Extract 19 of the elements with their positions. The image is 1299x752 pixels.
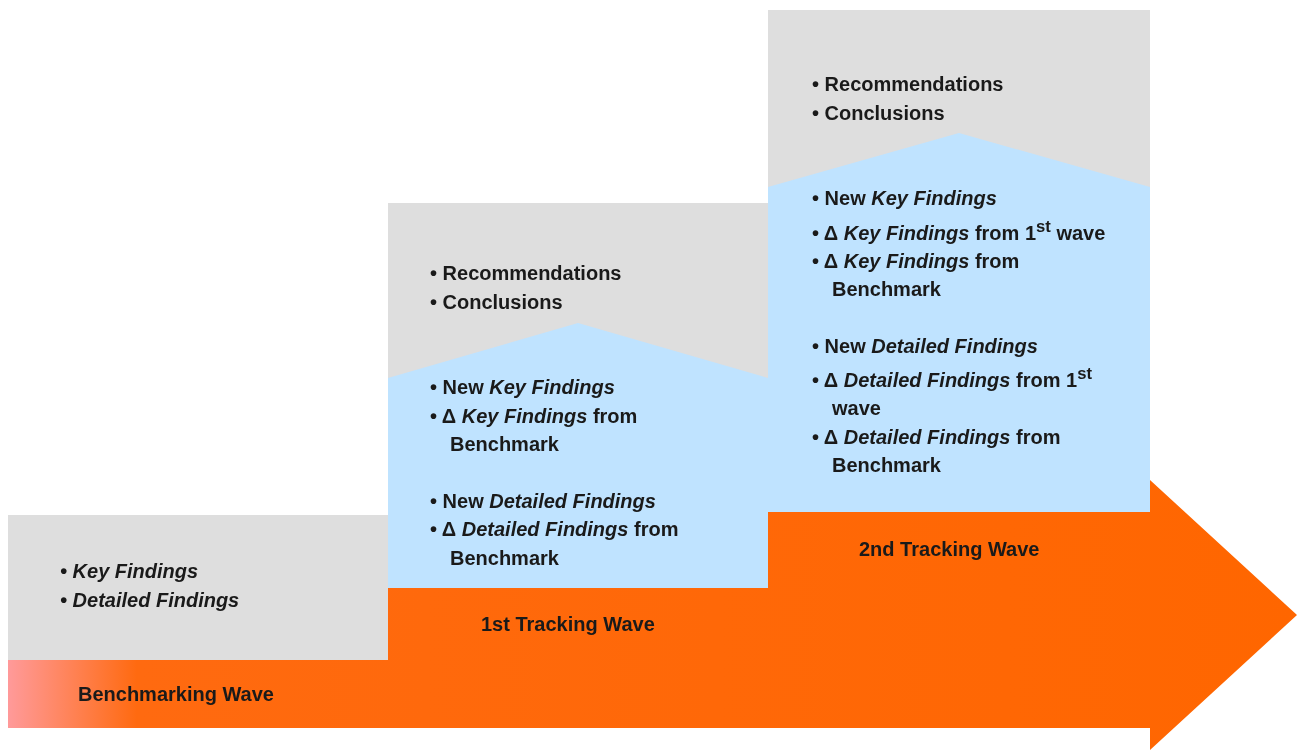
bullet-item: • New Detailed Findings bbox=[812, 333, 1038, 359]
bullet-item: • Conclusions bbox=[812, 100, 946, 126]
bullet-item: • Recommendations bbox=[430, 261, 623, 286]
bullet-item: • Δ Key Findings from Benchmark bbox=[430, 403, 639, 457]
bullet-item: • New Key Findings bbox=[812, 186, 997, 211]
bullet-item: • Δ Key Findings from Benchmark bbox=[812, 248, 1021, 303]
bullet-item: • Recommendations bbox=[812, 72, 1005, 97]
bullet-item: • New Detailed Findings bbox=[430, 488, 656, 514]
stage-label: 1st Tracking Wave bbox=[481, 613, 655, 636]
bullet-item: • Key Findings bbox=[60, 559, 199, 584]
bullet-item: • Δ Detailed Findings from Benchmark bbox=[430, 517, 680, 571]
bullet-item: • Δ Key Findings from 1$^{st}$ wave bbox=[812, 215, 1106, 246]
stage-label: 2nd Tracking Wave bbox=[859, 538, 1040, 561]
stage-label: Benchmarking Wave bbox=[78, 683, 274, 706]
bullet-item: • Detailed Findings bbox=[60, 587, 240, 613]
bullet-item: • Conclusions bbox=[430, 289, 564, 315]
panel bbox=[8, 515, 388, 660]
bullet-item: • New Key Findings bbox=[430, 375, 615, 400]
bullet-item: • Δ Detailed Findings from Benchmark bbox=[812, 424, 1062, 479]
